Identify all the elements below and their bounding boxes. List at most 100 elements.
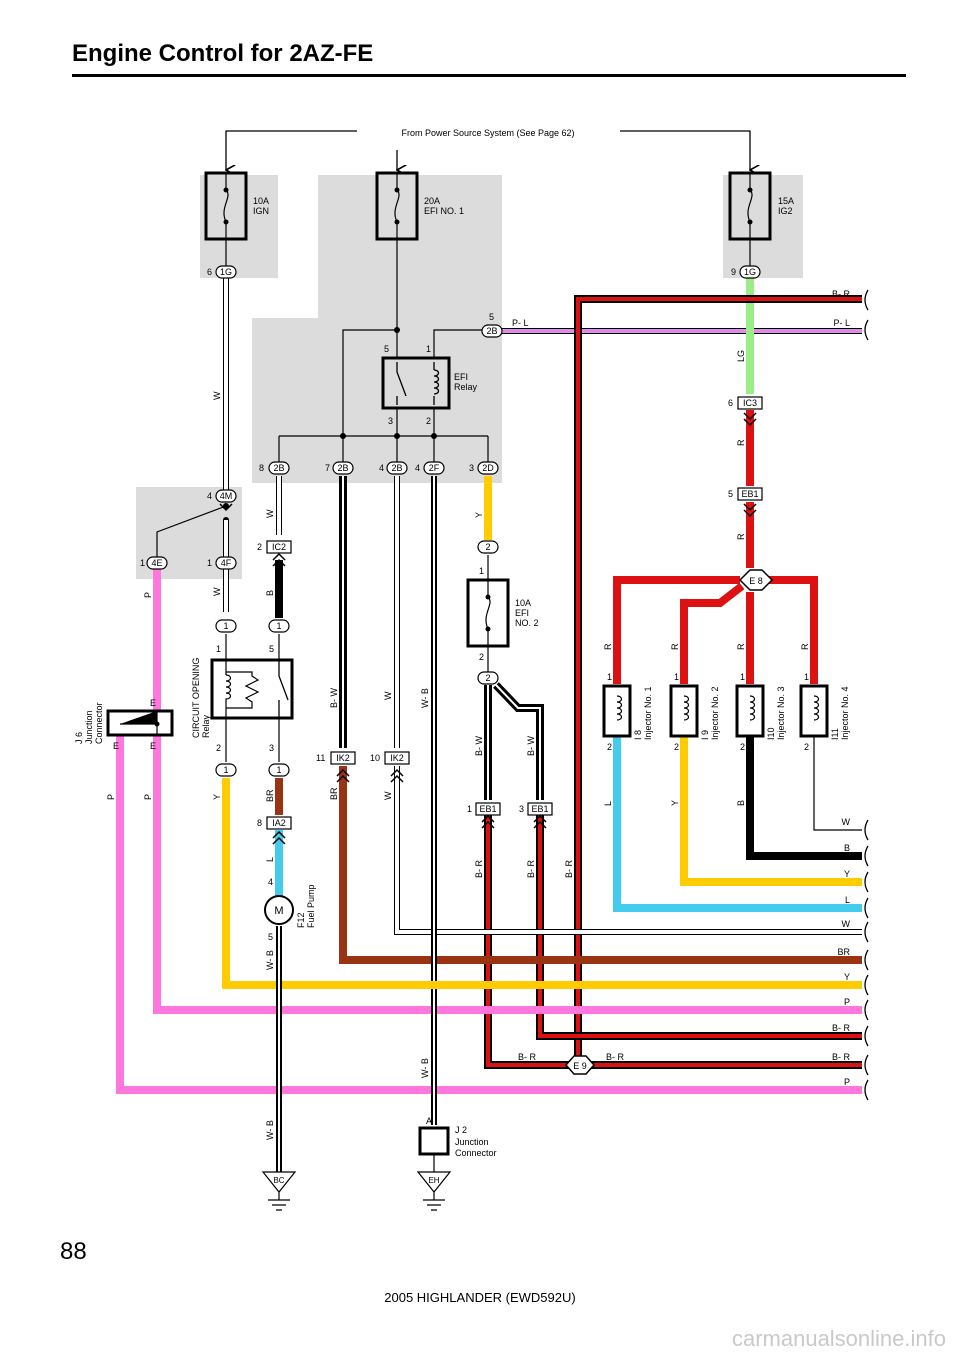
co-relay-label: CIRCUIT OPENING: [191, 658, 201, 738]
svg-text:BR: BR: [265, 789, 275, 802]
svg-text:P- L: P- L: [833, 318, 850, 328]
conn-2d-3: 2D3: [469, 461, 499, 475]
j6-pin-b: E: [113, 741, 119, 751]
conn-1-d: 13: [268, 743, 290, 777]
svg-text:B- R: B- R: [832, 1052, 851, 1062]
svg-text:1: 1: [674, 672, 679, 682]
fuse-ign: 10A IGN: [204, 171, 269, 241]
j6-l1: Junction: [84, 710, 94, 744]
svg-text:Y: Y: [670, 800, 680, 806]
svg-text:Y: Y: [844, 972, 850, 982]
fuel-pump-name: Fuel Pump: [306, 884, 316, 928]
svg-text:BR: BR: [329, 787, 339, 800]
svg-text:B: B: [844, 843, 850, 853]
svg-text:10: 10: [370, 753, 380, 763]
svg-text:2F: 2F: [429, 463, 440, 473]
svg-text:1G: 1G: [220, 267, 232, 277]
svg-text:5: 5: [489, 312, 494, 322]
injector-2-name: Injector No. 2: [710, 686, 720, 740]
j6-pin-c: E: [150, 741, 156, 751]
source-note: From Power Source System (See Page 62): [401, 128, 574, 138]
conn-4e: 4E1: [140, 556, 168, 570]
wire-labels-horizontal: P- L B- R B- R: [512, 318, 625, 1062]
svg-text:2: 2: [485, 542, 490, 552]
svg-text:2: 2: [804, 742, 809, 752]
svg-text:1: 1: [479, 566, 484, 576]
svg-text:W: W: [212, 587, 222, 596]
efi-relay-label: EFI: [454, 372, 468, 382]
svg-text:B- W: B- W: [474, 735, 484, 756]
svg-text:2: 2: [257, 542, 262, 552]
svg-text:2: 2: [216, 743, 221, 753]
fuse-ig2-rating: 15A: [778, 196, 794, 206]
connector-e9: E 9: [564, 1055, 596, 1075]
svg-text:1: 1: [607, 672, 612, 682]
svg-text:P: P: [143, 592, 153, 598]
svg-text:1: 1: [740, 672, 745, 682]
injector-wiring: [613, 576, 862, 912]
injector-1-id: I 8: [633, 730, 643, 740]
ground-eh: EH: [416, 1155, 452, 1211]
svg-text:1: 1: [223, 621, 228, 631]
svg-text:4M: 4M: [220, 491, 233, 501]
injector-2: I 9 Injector No. 2: [669, 684, 720, 740]
svg-text:3: 3: [269, 743, 274, 753]
conn-2b-4: 2B4: [379, 461, 408, 475]
svg-text:P- L: P- L: [512, 318, 529, 328]
svg-text:B- R: B- R: [564, 859, 574, 878]
connector-e8: E 8: [738, 569, 774, 591]
ground-bc: BC: [261, 1171, 297, 1211]
wire-labels-vertical: W W W B P B- W W W- B Y LG R R R R R R B…: [106, 350, 810, 1140]
conn-4f: 4F1: [207, 556, 237, 570]
conn-1-b: 15: [268, 619, 290, 654]
svg-text:W: W: [212, 391, 222, 400]
svg-text:B- R: B- R: [606, 1052, 625, 1062]
svg-text:L: L: [603, 801, 613, 806]
fuse-efi2: 10A EFI NO. 2: [466, 578, 539, 648]
circuit-opening-relay: CIRCUIT OPENING Relay: [191, 658, 294, 738]
svg-text:1: 1: [804, 672, 809, 682]
page-number: 88: [60, 1238, 87, 1265]
svg-text:9: 9: [731, 267, 736, 277]
svg-text:B: B: [736, 800, 746, 806]
conn-2-a: 21: [477, 540, 499, 576]
svg-text:8: 8: [259, 463, 264, 473]
svg-text:B- R: B- R: [832, 289, 851, 299]
watermark: carmanualsonline.info: [731, 1326, 946, 1351]
svg-text:B- W: B- W: [329, 687, 339, 708]
svg-text:1: 1: [467, 804, 472, 814]
svg-text:P: P: [844, 997, 850, 1007]
fuel-pump-id: F12: [296, 912, 306, 928]
svg-text:W: W: [842, 919, 851, 929]
fuse-efi1: 20A EFI NO. 1: [375, 171, 464, 241]
connector-boxes: 1G6 1G9 2B5 2B8 2B7 2B4 2F4 2D3 4M4 4E1 …: [140, 265, 763, 830]
footer-model: 2005 HIGHLANDER (EWD592U): [384, 1290, 576, 1305]
harness-legend: B- R P- L W B Y L W BR Y P B- R B- R P: [832, 289, 851, 1087]
junction-connector-j2: A J 2 Junction Connector: [418, 1116, 497, 1158]
injector-4-name: Injector No. 4: [840, 686, 850, 740]
conn-1g-left: 1G6: [207, 265, 237, 279]
svg-text:1: 1: [216, 644, 221, 654]
svg-text:B- R: B- R: [474, 859, 484, 878]
injector-2-id: I 9: [700, 730, 710, 740]
svg-text:2: 2: [607, 742, 612, 752]
svg-text:R: R: [736, 533, 746, 540]
svg-text:W: W: [383, 691, 393, 700]
svg-text:P: P: [106, 794, 116, 800]
svg-text:1: 1: [140, 558, 145, 568]
injector-4-id: I11: [830, 728, 840, 740]
svg-text:3: 3: [469, 463, 474, 473]
svg-text:R: R: [736, 643, 746, 650]
j6-id: J 6: [74, 732, 84, 744]
conn-1-a: 11: [215, 619, 237, 654]
svg-text:BR: BR: [837, 947, 850, 957]
svg-text:5: 5: [728, 489, 733, 499]
svg-text:5: 5: [269, 644, 274, 654]
conn-1g-right: 1G9: [731, 265, 761, 279]
svg-text:2: 2: [485, 673, 490, 683]
